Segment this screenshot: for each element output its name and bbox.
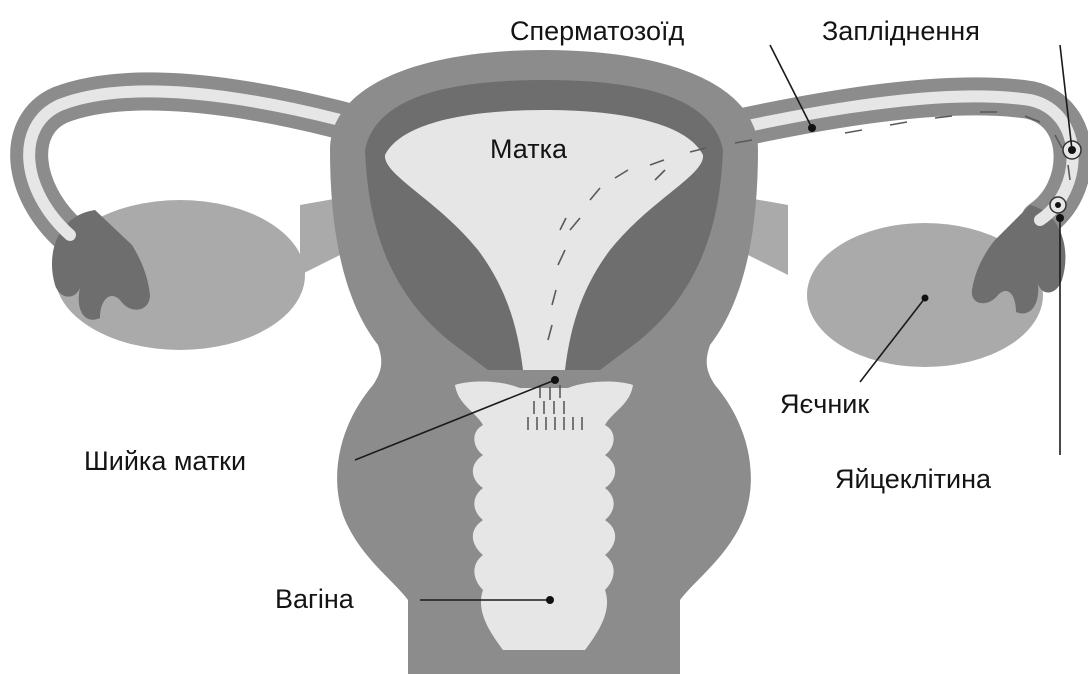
uterus-label: Матка: [490, 134, 568, 164]
fertilization-label: Запліднення: [822, 16, 980, 46]
sperm-leader-dot: [808, 124, 816, 132]
ovary-label: Яєчник: [780, 389, 869, 419]
sperm-mark: [845, 130, 862, 133]
cervix-label: Шийка матки: [84, 446, 246, 476]
egg-label: Яйцеклітина: [835, 464, 992, 494]
vaginal-canal: [455, 382, 633, 650]
ovary-leader-dot: [922, 295, 929, 302]
sperm-mark: [890, 122, 907, 125]
cervix-leader-dot: [551, 376, 559, 384]
sperm-label: Сперматозоїд: [510, 16, 685, 46]
egg-leader-dot: [1056, 214, 1064, 222]
egg-cell-nucleus: [1055, 202, 1061, 208]
vagina-leader-dot: [546, 596, 554, 604]
right-fimbriae: [972, 205, 1066, 313]
vagina-label: Вагіна: [275, 584, 355, 614]
